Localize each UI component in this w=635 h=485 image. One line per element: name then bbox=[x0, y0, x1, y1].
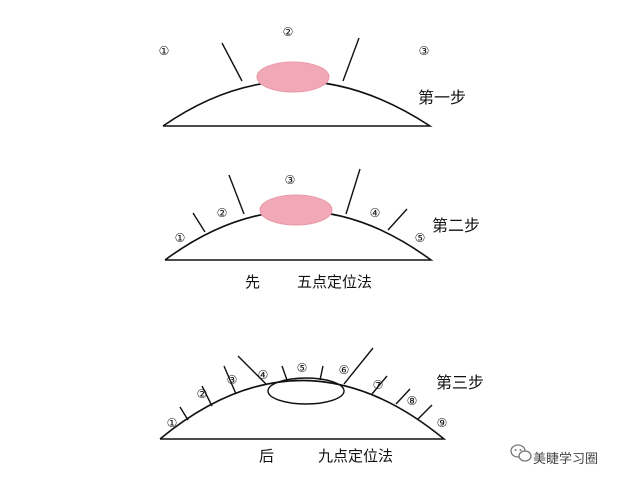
mapping-line bbox=[342, 37, 360, 82]
step-3-title: 第三步 bbox=[436, 373, 484, 392]
point-label-4: ④ bbox=[258, 368, 269, 382]
point-label-5: ⑤ bbox=[297, 361, 308, 375]
mapping-line bbox=[395, 388, 411, 405]
mapping-line bbox=[319, 365, 324, 381]
mapping-line bbox=[417, 404, 433, 420]
step-2-panel: ① ② ③ ④ ⑤ 第二步 先 五点定位法 bbox=[164, 168, 480, 291]
point-label-3: ③ bbox=[227, 373, 238, 387]
step-2-title: 第二步 bbox=[432, 216, 480, 235]
mapping-line bbox=[201, 385, 213, 407]
mapping-line bbox=[387, 208, 408, 231]
point-label-2: ② bbox=[283, 25, 294, 39]
eye-outline bbox=[159, 379, 447, 440]
point-label-1: ① bbox=[159, 44, 170, 58]
watermark: 美睫学习圈 bbox=[510, 444, 598, 467]
mapping-line bbox=[281, 365, 288, 381]
point-label-2: ② bbox=[217, 206, 228, 220]
mapping-line bbox=[221, 42, 243, 82]
point-label-8: ⑧ bbox=[407, 394, 418, 408]
wechat-icon bbox=[510, 444, 532, 462]
watermark-text: 美睫学习圈 bbox=[533, 451, 598, 467]
caption-after: 后 bbox=[259, 447, 274, 465]
mapping-line bbox=[192, 212, 206, 233]
mapping-line bbox=[228, 174, 245, 215]
point-label-9: ⑨ bbox=[437, 416, 448, 430]
step-3-panel: ① ② ③ ④ ⑤ ⑥ ⑦ ⑧ ⑨ 第三步 后 九点定位法 bbox=[159, 347, 484, 465]
mapping-line bbox=[345, 168, 361, 215]
under-eye-pad bbox=[259, 194, 333, 226]
step-1-panel: ① ② ③ 第一步 bbox=[159, 25, 466, 127]
point-label-1: ① bbox=[167, 416, 178, 430]
mapping-line bbox=[343, 347, 374, 385]
point-label-2: ② bbox=[197, 387, 208, 401]
point-label-4: ④ bbox=[370, 206, 381, 220]
point-label-3: ③ bbox=[419, 44, 430, 58]
under-eye-pad bbox=[256, 61, 330, 93]
step-1-title: 第一步 bbox=[418, 88, 466, 107]
caption-first: 先 bbox=[245, 273, 260, 291]
caption-five-point: 五点定位法 bbox=[297, 273, 372, 291]
point-label-1: ① bbox=[175, 231, 186, 245]
point-label-5: ⑤ bbox=[415, 231, 426, 245]
center-oval bbox=[267, 377, 345, 405]
mapping-line bbox=[237, 355, 267, 385]
mapping-line bbox=[371, 375, 388, 395]
mapping-line bbox=[223, 365, 237, 395]
point-label-3: ③ bbox=[285, 173, 296, 187]
point-label-7: ⑦ bbox=[373, 378, 384, 392]
caption-nine-point: 九点定位法 bbox=[318, 447, 393, 465]
point-label-6: ⑥ bbox=[339, 363, 350, 377]
mapping-line bbox=[179, 406, 189, 421]
